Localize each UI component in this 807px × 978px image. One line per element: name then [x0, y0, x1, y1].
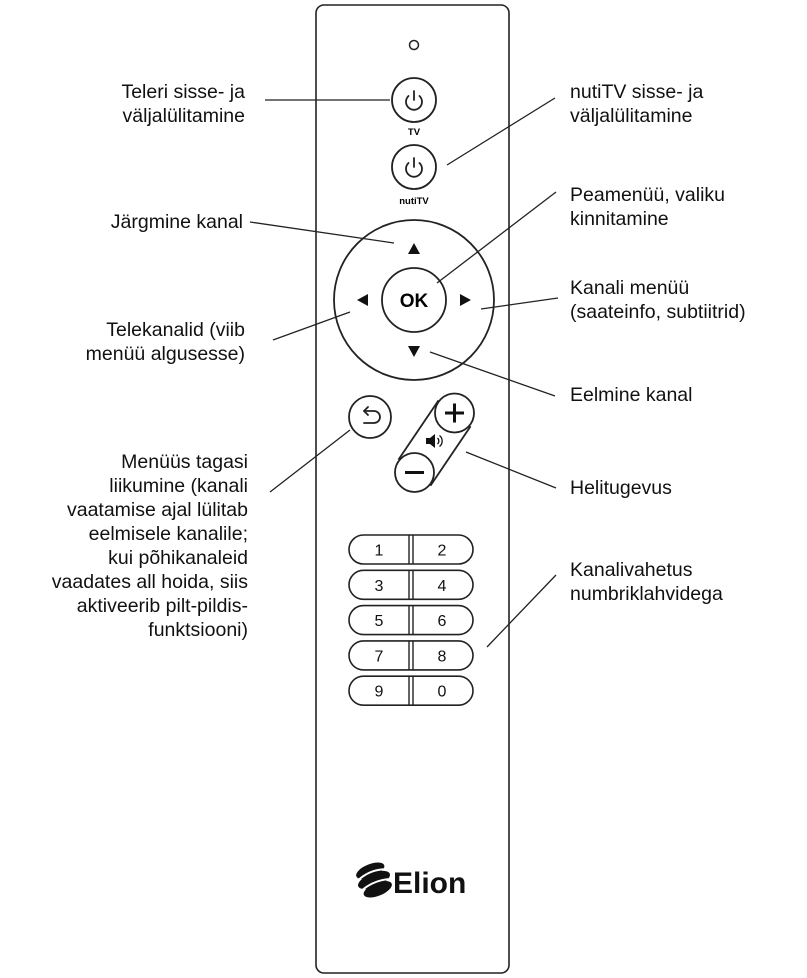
power-icon	[405, 95, 423, 111]
back-arrow-icon	[363, 410, 381, 424]
up-arrow-icon[interactable]	[408, 243, 420, 254]
brand-name: Elion	[393, 867, 466, 900]
leader-number-keys	[486, 574, 557, 648]
number-keypad: 1 2 3 4 5 6 7 8 9 0	[348, 534, 474, 707]
callout-next-channel: Järgmine kanal	[110, 211, 243, 233]
nutitv-caption: nutiTV	[399, 196, 429, 207]
number-key-7[interactable]: 7	[375, 648, 384, 665]
speaker-icon	[426, 434, 443, 448]
number-key-5[interactable]: 5	[375, 613, 384, 630]
leader-channel-menu	[480, 297, 559, 310]
number-key-9[interactable]: 9	[375, 684, 384, 701]
number-key-3[interactable]: 3	[375, 578, 384, 595]
elion-logo-mark	[356, 862, 392, 898]
tv-power-button[interactable]	[391, 77, 437, 123]
right-arrow-icon[interactable]	[460, 294, 471, 306]
number-key-pill[interactable]	[348, 675, 474, 707]
down-arrow-icon[interactable]	[408, 346, 420, 357]
leader-back	[269, 429, 351, 493]
callout-previous-channel: Eelmine kanal	[570, 384, 693, 406]
number-key-1[interactable]: 1	[375, 543, 384, 560]
number-key-2[interactable]: 2	[438, 543, 447, 560]
leader-previous-channel	[429, 351, 556, 397]
leader-nutitv-power	[446, 97, 556, 166]
leader-tv-channels	[272, 311, 351, 341]
leader-lines	[249, 97, 559, 648]
tv-caption: TV	[408, 127, 421, 138]
status-led	[408, 39, 420, 51]
leader-main-menu	[436, 191, 557, 284]
number-key-pill[interactable]	[348, 569, 474, 601]
number-key-4[interactable]: 4	[438, 578, 447, 595]
number-key-8[interactable]: 8	[438, 648, 447, 665]
number-key-6[interactable]: 6	[438, 613, 447, 630]
left-arrow-icon[interactable]	[357, 294, 368, 306]
elion-logo: Elion	[356, 862, 466, 900]
ok-button[interactable]: OK	[381, 267, 447, 333]
number-key-pill[interactable]	[348, 640, 474, 671]
back-button[interactable]	[348, 395, 392, 439]
number-key-pill[interactable]	[348, 604, 474, 636]
volume-rocker[interactable]	[394, 392, 475, 493]
nutitv-power-button[interactable]	[391, 144, 437, 190]
leader-next-channel	[249, 221, 395, 244]
power-icon	[405, 162, 423, 178]
leader-volume	[465, 451, 557, 489]
callout-volume: Helitugevus	[570, 477, 672, 499]
callout-channel-menu: Kanali menüü(saateinfo, subtiitrid)	[570, 277, 746, 323]
ok-label: OK	[400, 291, 429, 312]
number-key-0[interactable]: 0	[438, 684, 447, 701]
number-key-pill[interactable]	[348, 534, 474, 565]
